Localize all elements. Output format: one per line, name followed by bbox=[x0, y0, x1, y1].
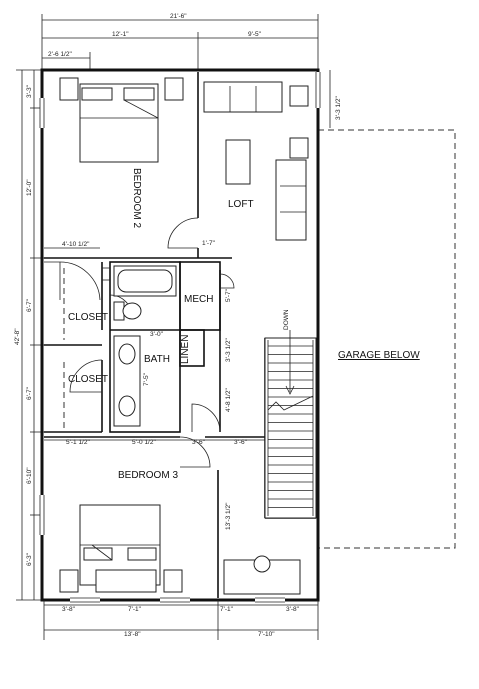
garage-below: GARAGE BELOW bbox=[318, 129, 456, 549]
stair-direction-label: DOWN bbox=[283, 309, 290, 330]
dim-bath-w: 3'-0" bbox=[150, 331, 164, 338]
dim-left-d: 6'-7" bbox=[26, 386, 33, 400]
linen-label: LINEN bbox=[180, 335, 191, 364]
dresser bbox=[95, 569, 157, 593]
bedroom3-label: BEDROOM 3 bbox=[118, 470, 178, 481]
nightstand bbox=[163, 569, 183, 593]
dim-bot-left: 13'-8" bbox=[124, 631, 141, 638]
nightstand bbox=[59, 77, 79, 101]
dim-hall-b: 4'-8 1/2" bbox=[225, 388, 232, 412]
dim-left-f: 6'-3" bbox=[26, 552, 33, 566]
bottom-dimensions: 3'-8" 7'-1" 7'-1" 3'-8" 13'-8" 7'-10" bbox=[43, 600, 319, 640]
dim-left-c: 6'-7" bbox=[26, 298, 33, 312]
dim-bed3-h: 13'-3 1/2" bbox=[225, 502, 232, 530]
stairs: DOWN bbox=[264, 309, 317, 519]
bedroom3-furniture: BEDROOM 3 bbox=[59, 470, 301, 595]
dim-mech-h: 5'-7" bbox=[225, 288, 232, 302]
dim-mid-c: 3'-6" bbox=[192, 439, 206, 446]
dim-mid-d: 3'-6" bbox=[234, 439, 248, 446]
dim-mid-b: 5'-0 1/2" bbox=[132, 439, 156, 446]
dim-right-top: 3'-3 1/2" bbox=[335, 96, 342, 120]
nightstand bbox=[59, 569, 79, 593]
closets: CLOSET CLOSET bbox=[63, 267, 110, 428]
dim-left-e: 6'-10" bbox=[26, 467, 33, 484]
dim-hall-a: 3'-3 1/2" bbox=[225, 338, 232, 362]
dim-top-right: 9'-5" bbox=[248, 31, 262, 38]
dim-closet-width: 4'-10 1/2" bbox=[62, 241, 90, 248]
dim-left-a: 3'-3" bbox=[26, 84, 33, 98]
sofa bbox=[275, 159, 307, 241]
garage-label: GARAGE BELOW bbox=[338, 350, 420, 361]
dim-left-overall: 42'-8" bbox=[14, 328, 21, 345]
closet-lower-label: CLOSET bbox=[68, 374, 108, 385]
loft-label: LOFT bbox=[228, 199, 254, 210]
left-dimensions: 42'-8" 3'-3" 12'-0" 6'-7" 6'-7" 6'-10" 6… bbox=[14, 69, 44, 601]
dim-top-left: 12'-1" bbox=[112, 31, 129, 38]
dim-hall-small: 1'-7" bbox=[202, 240, 216, 247]
closet-upper-label: CLOSET bbox=[68, 312, 108, 323]
bath-fixtures: BATH bbox=[113, 265, 177, 427]
dim-bot-a: 3'-8" bbox=[62, 606, 76, 613]
bedroom2-label: BEDROOM 2 bbox=[131, 168, 142, 228]
interior-dimensions: 4'-10 1/2" 1'-7" 5'-7" 3'-0" 7'-5" 3'-3 … bbox=[44, 240, 265, 530]
dim-bot-c: 7'-1" bbox=[220, 606, 234, 613]
top-dimensions: 21'-6" 12'-1" 9'-5" 2'-6 1/2" 3'-3 1/2" bbox=[41, 13, 342, 128]
dim-bot-right: 7'-10" bbox=[258, 631, 275, 638]
dim-top-small: 2'-6 1/2" bbox=[48, 51, 72, 58]
coffee-table bbox=[225, 139, 251, 185]
nightstand bbox=[164, 77, 184, 101]
dim-bot-b: 7'-1" bbox=[128, 606, 142, 613]
bath-label: BATH bbox=[144, 354, 170, 365]
windows bbox=[39, 72, 321, 603]
dim-mid-a: 5'-1 1/2" bbox=[66, 439, 90, 446]
mech-label: MECH bbox=[184, 294, 213, 305]
dim-bot-d: 3'-8" bbox=[286, 606, 300, 613]
dim-bath-h: 7'-5" bbox=[143, 372, 150, 386]
sofa bbox=[203, 81, 283, 113]
loft-furniture: LOFT bbox=[203, 81, 309, 241]
dim-overall-width: 21'-6" bbox=[170, 13, 187, 20]
dim-left-b: 12'-0" bbox=[26, 179, 33, 196]
chair bbox=[253, 555, 271, 573]
bedroom2-furniture: BEDROOM 2 bbox=[59, 77, 184, 228]
